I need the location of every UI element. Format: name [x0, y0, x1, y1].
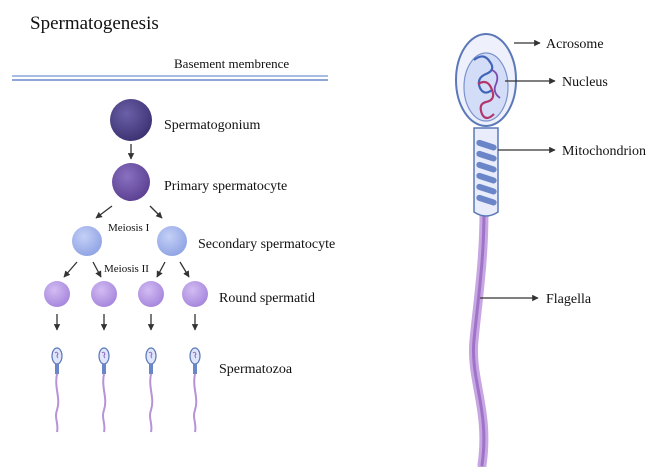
round-spermatid-cell-3	[138, 281, 164, 307]
arrow-sec-left-to-rs1	[64, 262, 77, 277]
spermatozoon-2	[99, 348, 109, 432]
secondary-spermatocyte-cell-right	[157, 226, 187, 256]
spermatogonium-cell	[110, 99, 152, 141]
nucleus-label: Nucleus	[562, 75, 608, 90]
round-spermatid-cell-4	[182, 281, 208, 307]
basement-membrane	[12, 76, 328, 80]
primary-spermatocyte-cell	[112, 163, 150, 201]
arrow-primary-to-secondary-left	[96, 206, 112, 218]
mitochondrion-label: Mitochondrion	[562, 144, 646, 159]
spermatozoon-4	[190, 348, 200, 432]
secondary-spermatocyte-label: Secondary spermatocyte	[198, 237, 335, 252]
diagram-title: Spermatogenesis	[30, 13, 159, 34]
spermatogonium-label: Spermatogonium	[164, 118, 261, 133]
round-spermatid-cell-2	[91, 281, 117, 307]
secondary-spermatocyte-cell-left	[72, 226, 102, 256]
spermatozoon-1	[52, 348, 62, 432]
arrow-primary-to-secondary-right	[150, 206, 162, 218]
sperm-anatomy	[456, 34, 516, 465]
round-spermatid-label: Round spermatid	[219, 291, 315, 306]
primary-spermatocyte-label: Primary spermatocyte	[164, 179, 287, 194]
nucleus-shape	[464, 53, 508, 121]
flagella-label: Flagella	[546, 292, 592, 307]
spermatozoa-label: Spermatozoa	[219, 362, 293, 377]
meiosis-2-label: Meiosis II	[104, 263, 149, 275]
round-spermatid-cell-1	[44, 281, 70, 307]
basement-membrane-label: Basement membrence	[174, 56, 289, 71]
arrow-sec-left-to-rs2	[93, 262, 101, 277]
spermatozoon-3	[146, 348, 156, 432]
arrow-sec-right-to-rs3	[157, 262, 165, 277]
acrosome-label: Acrosome	[546, 37, 604, 52]
arrow-sec-right-to-rs4	[180, 262, 189, 277]
meiosis-1-label: Meiosis I	[108, 222, 150, 234]
